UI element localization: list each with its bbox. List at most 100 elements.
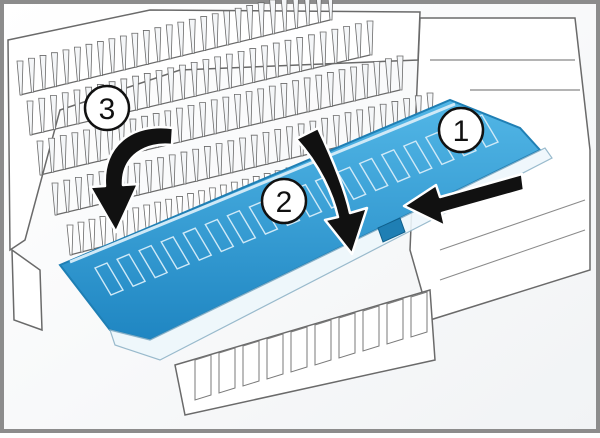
rack-tine: [178, 64, 186, 100]
rack-tine: [51, 182, 59, 216]
rack-tine: [338, 69, 346, 105]
rack-tine: [39, 55, 47, 90]
tray-grid-cell: [380, 148, 411, 183]
rack-tine: [225, 53, 233, 89]
rack-tine: [63, 179, 71, 213]
rack-tine: [51, 52, 58, 88]
rack-tine: [88, 218, 96, 250]
rack-tine: [188, 18, 196, 54]
rack-tine: [245, 91, 253, 127]
rack-tine: [192, 148, 200, 182]
rack-tine: [227, 140, 235, 174]
rack-tine: [257, 2, 265, 38]
tray-grid-cell: [93, 262, 125, 296]
rack-tine: [214, 56, 221, 92]
rack-tine: [142, 30, 150, 65]
basket-cell: [194, 354, 212, 401]
rack-tine: [303, 77, 311, 113]
rack-tine: [180, 151, 188, 185]
rack-tine: [280, 83, 288, 118]
rack-tine: [237, 50, 245, 86]
step-number-3: 3: [99, 93, 116, 126]
rack-tine: [234, 7, 242, 43]
rack-tine: [280, 0, 288, 32]
rack-tine: [366, 20, 374, 56]
rack-tine: [86, 174, 94, 207]
rack-tine: [203, 146, 211, 179]
rack-tine: [16, 60, 24, 96]
rack-tine: [222, 96, 230, 132]
rack-tine: [66, 224, 74, 256]
rack-tine: [246, 5, 254, 40]
rack-tine: [28, 57, 35, 93]
rack-tine: [73, 89, 81, 125]
rack-tine: [145, 160, 153, 193]
push-left-arrow-icon: [402, 172, 526, 228]
rack-tine: [96, 41, 104, 76]
step-callout-3: 3: [83, 84, 131, 132]
rack-tine: [331, 28, 339, 64]
basket-cell: [218, 347, 236, 394]
rack-tine: [38, 97, 46, 133]
basket-cell: [362, 305, 380, 352]
rack-tine: [233, 93, 241, 129]
rack-tine: [284, 39, 292, 75]
basket-cell: [242, 340, 260, 387]
step-callout-2: 2: [260, 177, 308, 225]
rack-tine: [168, 154, 176, 188]
rack-tine: [175, 107, 183, 143]
rack-tine: [132, 75, 139, 111]
rack-tine: [73, 46, 81, 82]
rack-tine: [71, 132, 79, 168]
tray-grid-cell: [116, 253, 147, 288]
rack-tine: [292, 80, 299, 116]
tray-grid-cell: [424, 131, 455, 166]
rack-tine: [108, 38, 116, 74]
tray-grid-cell: [336, 166, 367, 201]
rack-tine: [177, 21, 185, 57]
rack-tine: [119, 35, 127, 71]
basket-cell: [410, 291, 428, 338]
rack-tine: [154, 27, 162, 63]
rack-tine: [187, 104, 195, 140]
tray-grid-cell: [204, 218, 235, 253]
rack-tine: [143, 73, 151, 108]
rack-tine: [26, 100, 34, 136]
rack-tine: [304, 0, 311, 26]
rack-tine: [62, 49, 70, 85]
rack-tine: [384, 58, 392, 94]
rack-tine: [274, 129, 282, 162]
rack-tine: [396, 55, 404, 91]
rack-tine: [61, 92, 69, 128]
tray-grid-cell: [402, 140, 433, 174]
push-down-arrow-icon: [294, 126, 369, 256]
rack-tine: [307, 34, 315, 70]
rack-tine: [316, 0, 322, 24]
step-number-2: 2: [276, 186, 293, 219]
rack-tine: [74, 176, 82, 210]
rack-tine: [157, 157, 164, 191]
rack-tine: [257, 88, 265, 124]
rack-tine: [85, 43, 93, 79]
rack-tine: [327, 0, 333, 21]
rack-tine: [269, 0, 276, 35]
rack-tine: [59, 135, 67, 170]
rack-tine: [210, 99, 218, 135]
step-callout-1: 1: [437, 106, 485, 154]
basket-cell: [314, 319, 332, 366]
rack-tine: [199, 102, 206, 138]
rack-tine: [215, 143, 223, 177]
rack-tine: [165, 24, 173, 60]
tray-grid-cell: [182, 227, 213, 262]
rack-tine: [83, 129, 90, 165]
rack-tine: [272, 42, 280, 78]
rack-tine: [319, 31, 327, 67]
rack-tine: [361, 63, 369, 99]
rack-tine: [200, 16, 208, 51]
rack-tine: [262, 131, 270, 165]
rack-tine: [223, 10, 231, 46]
rack-tine: [167, 67, 175, 103]
rack-tine: [131, 32, 139, 68]
